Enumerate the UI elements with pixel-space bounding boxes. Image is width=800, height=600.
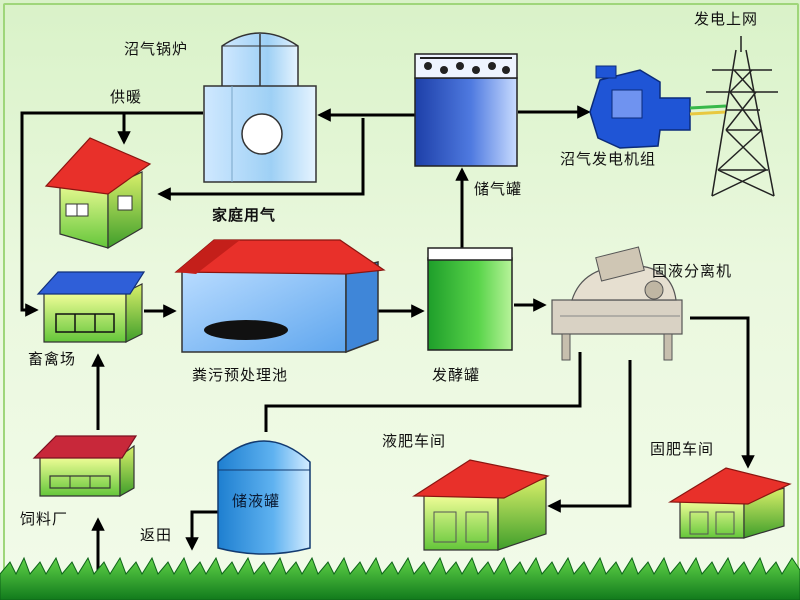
biogas-boiler [203, 32, 317, 183]
label-household-gas: 家庭用气 [212, 206, 277, 224]
label-return-to-field: 返田 [140, 526, 173, 544]
livestock-farm-building [36, 271, 146, 343]
label-grid-connection: 发电上网 [694, 10, 759, 28]
fermentation-tank [427, 247, 513, 351]
arrow-gas-to-household [157, 118, 365, 201]
arrow-liquidtank-to-field [185, 510, 224, 551]
flow-arrows [20, 105, 755, 578]
arrow-separator-to-solid [690, 316, 755, 469]
arrow-separator-to-liquidtank [264, 352, 582, 432]
label-solid-fertilizer-workshop: 固肥车间 [650, 440, 715, 458]
power-transmission-tower [706, 36, 778, 197]
grass-strip [0, 556, 800, 600]
label-livestock-farm: 畜禽场 [28, 350, 77, 368]
solid-liquid-separator [551, 246, 683, 361]
feed-factory-building [32, 435, 138, 498]
manure-pretreatment-pool [174, 239, 386, 354]
gas-storage-tank [414, 53, 518, 167]
solid-fertilizer-workshop [667, 467, 792, 539]
liquid-fertilizer-workshop [412, 459, 550, 551]
heated-house [44, 137, 152, 250]
arrow-boiler-heating-loop [20, 111, 203, 317]
label-fermentation-tank: 发酵罐 [432, 366, 481, 384]
label-gas-storage-tank: 储气罐 [474, 180, 523, 198]
label-feed-factory: 饲料厂 [20, 510, 69, 528]
label-biogas-generator: 沼气发电机组 [560, 150, 657, 168]
label-pretreatment-pool: 粪污预处理池 [192, 366, 289, 384]
label-biogas-boiler: 沼气锅炉 [124, 40, 189, 58]
label-liquid-fertilizer-workshop: 液肥车间 [382, 432, 447, 450]
arrow-separator-to-liquid [547, 360, 632, 513]
label-separator: 固液分离机 [652, 262, 733, 280]
label-heating: 供暖 [110, 88, 143, 106]
liquid-storage-tank [217, 440, 311, 555]
biogas-generator [589, 65, 727, 149]
label-liquid-storage-tank: 储液罐 [232, 492, 281, 510]
